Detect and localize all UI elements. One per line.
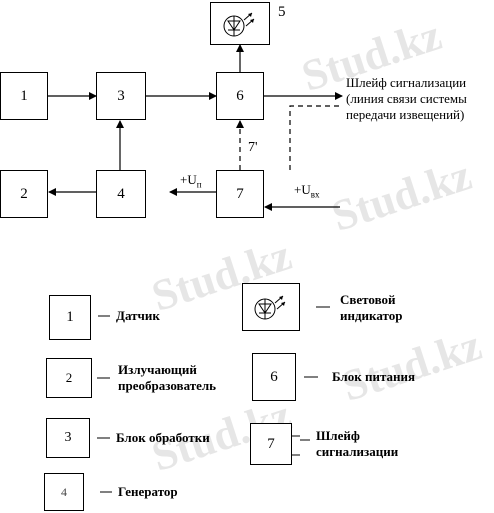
label-u-p: +Uп [180, 172, 202, 190]
signal-loop-label-line: (линия связи системы [346, 91, 467, 106]
legend-label-7: Шлейф сигнализации [316, 428, 399, 459]
label-block-5: 5 [278, 4, 286, 20]
legend-box-1: 1 [49, 295, 91, 340]
legend-box-7: 7 [250, 423, 292, 465]
label-u-in: +Uвх [294, 182, 320, 200]
legend-label-2: Излучающий преобразователь [118, 362, 217, 393]
block-4: 4 [96, 170, 146, 218]
legend-box-3: 3 [46, 418, 90, 458]
legend-label-6: Блок питания [332, 369, 415, 384]
legend-label-5: Световой индикатор [340, 292, 403, 323]
legend-label-3: Блок обработки [116, 430, 210, 445]
label-7-prime: 7' [248, 140, 258, 155]
led-indicator-icon [223, 12, 255, 36]
block-2: 2 [0, 170, 48, 218]
legend-box-5-indicator [242, 283, 300, 331]
block-5-indicator [210, 2, 270, 45]
legend-label-4: Генератор [118, 484, 178, 499]
legend-box-6: 6 [252, 353, 296, 401]
led-indicator-icon [254, 295, 286, 320]
block-1: 1 [0, 72, 48, 120]
legend-box-4: 4 [44, 473, 84, 511]
signal-loop-label-line: Шлейф сигнализации [346, 75, 467, 90]
block-3: 3 [96, 72, 146, 120]
signal-loop-label: Шлейф сигнализации (линия связи системы … [346, 75, 467, 123]
legend-label-1: Датчик [116, 308, 160, 323]
signal-loop-label-line: передачи извещений) [346, 107, 465, 122]
legend-box-2: 2 [46, 358, 92, 398]
block-6: 6 [216, 72, 264, 120]
loop-dashed-link [289, 105, 342, 170]
block-7: 7 [216, 170, 264, 218]
